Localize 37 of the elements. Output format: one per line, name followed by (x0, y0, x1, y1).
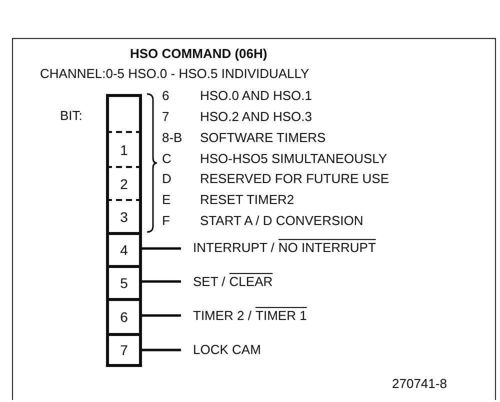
bit-label: BIT: (60, 108, 82, 124)
bit-cell: 2 (106, 166, 142, 199)
connector-line (142, 348, 181, 352)
bit-cell: 7 (106, 333, 142, 367)
connector-line (142, 247, 181, 250)
option-code: 7 (162, 109, 170, 125)
active-low-text: CLEAR (229, 274, 273, 289)
option-code: F (162, 213, 170, 229)
active-low-text: NO INTERRUPT (278, 240, 376, 255)
option-description: HSO.0 AND HSO.1 (200, 88, 312, 104)
bit-cell: 6 (106, 298, 142, 333)
bit-function-text: LOCK CAM (193, 342, 261, 357)
bit-cell: 1 (106, 131, 142, 166)
bit-function-text: SET / (193, 274, 226, 289)
option-description: RESERVED FOR FUTURE USE (200, 171, 390, 187)
connector-line (142, 314, 181, 317)
figure-number: 270741-8 (392, 376, 447, 392)
option-code: D (162, 171, 172, 187)
option-code: C (162, 151, 172, 167)
option-description: HSO.2 AND HSO.3 (200, 109, 312, 125)
bit-cell: 4 (106, 232, 142, 265)
option-code: 8-B (162, 130, 182, 146)
active-low-text: TIMER 1 (256, 308, 307, 323)
option-description: RESET TIMER2 (200, 192, 294, 208)
channel-note: CHANNEL:0-5 HSO.0 - HSO.5 INDIVIDUALLY (40, 66, 310, 82)
option-description: SOFTWARE TIMERS (200, 130, 326, 146)
connector-line (142, 280, 181, 283)
bit-cell (106, 94, 142, 131)
option-code: 6 (162, 88, 170, 104)
bit-cell: 3 (106, 199, 142, 232)
bit-function-text: TIMER 2 / (193, 308, 252, 323)
option-description: HSO-HSO5 SIMULTANEOUSLY (200, 151, 388, 167)
option-description: START A / D CONVERSION (200, 213, 364, 229)
bit-cell: 5 (106, 265, 142, 298)
bit-function-text: INTERRUPT / (193, 240, 274, 255)
diagram-title: HSO COMMAND (06H) (130, 46, 268, 62)
option-code: E (162, 192, 171, 208)
